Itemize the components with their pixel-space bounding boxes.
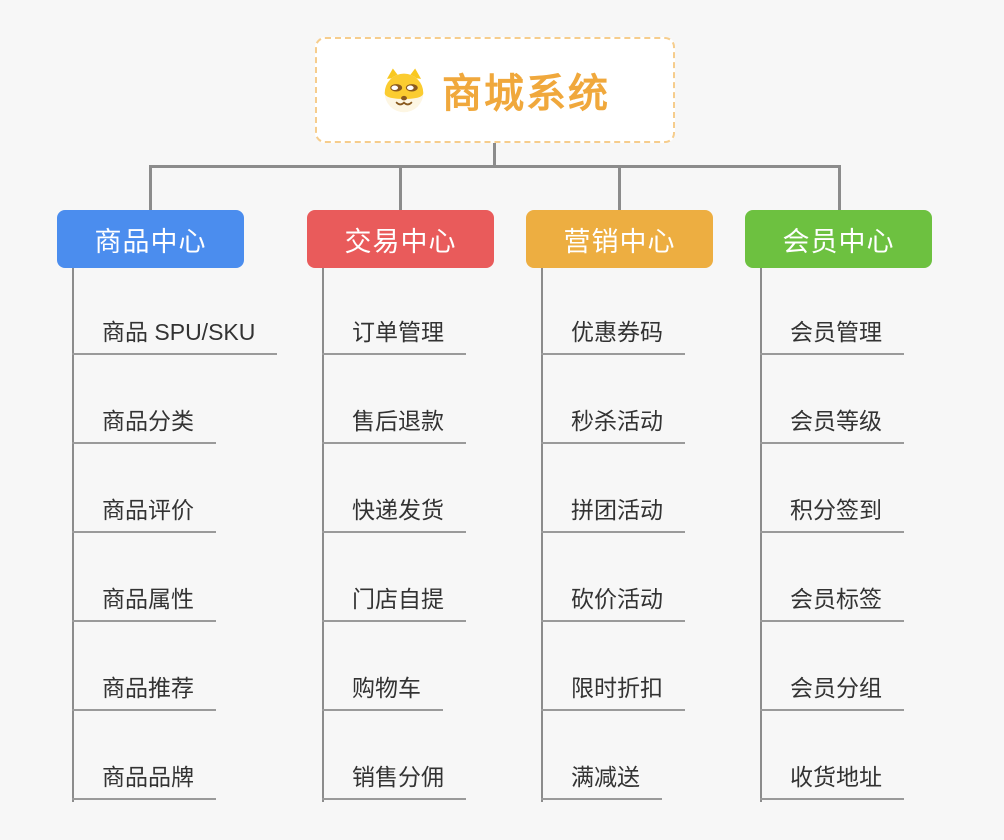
branch-trunk-line [322, 268, 324, 802]
child-node[interactable]: 会员分组 [760, 675, 904, 711]
connector-horizontal-bar [149, 165, 841, 168]
root-title: 商城系统 [442, 72, 610, 116]
branch-label: 商品中心 [94, 226, 207, 257]
child-node[interactable]: 门店自提 [322, 586, 466, 622]
child-node[interactable]: 销售分佣 [322, 764, 466, 800]
child-node[interactable]: 商品推荐 [72, 675, 216, 711]
branch-column-member-center: 会员中心 会员管理 会员等级 积分签到 会员标签 会员分组 收货地址 [745, 210, 1004, 820]
branch-trunk-line [72, 268, 74, 802]
branch-node-trade-center[interactable]: 交易中心 [307, 210, 494, 268]
child-node[interactable]: 收货地址 [760, 764, 904, 800]
child-node[interactable]: 售后退款 [322, 408, 466, 444]
child-node[interactable]: 商品评价 [72, 497, 216, 533]
connector-drop-line [399, 167, 402, 211]
child-node[interactable]: 优惠券码 [541, 319, 685, 355]
root-node[interactable]: 商城系统 [315, 37, 675, 143]
child-node[interactable]: 积分签到 [760, 497, 904, 533]
branch-node-product-center[interactable]: 商品中心 [57, 210, 244, 268]
branch-column-trade-center: 交易中心 订单管理 售后退款 快递发货 门店自提 购物车 销售分佣 [307, 210, 567, 820]
connector-drop-line [618, 167, 621, 211]
dog-face-icon [380, 67, 428, 113]
connector-drop-line [838, 167, 841, 211]
child-node[interactable]: 商品分类 [72, 408, 216, 444]
child-node[interactable]: 商品品牌 [72, 764, 216, 800]
branch-node-member-center[interactable]: 会员中心 [745, 210, 932, 268]
child-node[interactable]: 会员标签 [760, 586, 904, 622]
child-node[interactable]: 满减送 [541, 764, 662, 800]
child-node[interactable]: 商品 SPU/SKU [72, 319, 278, 355]
branch-column-product-center: 商品中心 商品 SPU/SKU 商品分类 商品评价 商品属性 商品推荐 商品品牌 [57, 210, 317, 820]
branch-label: 交易中心 [344, 226, 457, 257]
child-node[interactable]: 拼团活动 [541, 497, 685, 533]
child-node[interactable]: 会员等级 [760, 408, 904, 444]
connector-root-stub [493, 143, 496, 168]
child-node[interactable]: 快递发货 [322, 497, 466, 533]
child-node[interactable]: 砍价活动 [541, 586, 685, 622]
child-node[interactable]: 订单管理 [322, 319, 466, 355]
child-node[interactable]: 秒杀活动 [541, 408, 685, 444]
branch-label: 会员中心 [782, 226, 895, 257]
child-node[interactable]: 会员管理 [760, 319, 904, 355]
branch-column-marketing-center: 营销中心 优惠券码 秒杀活动 拼团活动 砍价活动 限时折扣 满减送 [526, 210, 786, 820]
branch-trunk-line [760, 268, 762, 802]
branch-label: 营销中心 [563, 226, 676, 257]
child-node[interactable]: 购物车 [322, 675, 443, 711]
branch-trunk-line [541, 268, 543, 802]
child-node[interactable]: 限时折扣 [541, 675, 685, 711]
child-node[interactable]: 商品属性 [72, 586, 216, 622]
branch-node-marketing-center[interactable]: 营销中心 [526, 210, 713, 268]
connector-drop-line [149, 167, 152, 211]
